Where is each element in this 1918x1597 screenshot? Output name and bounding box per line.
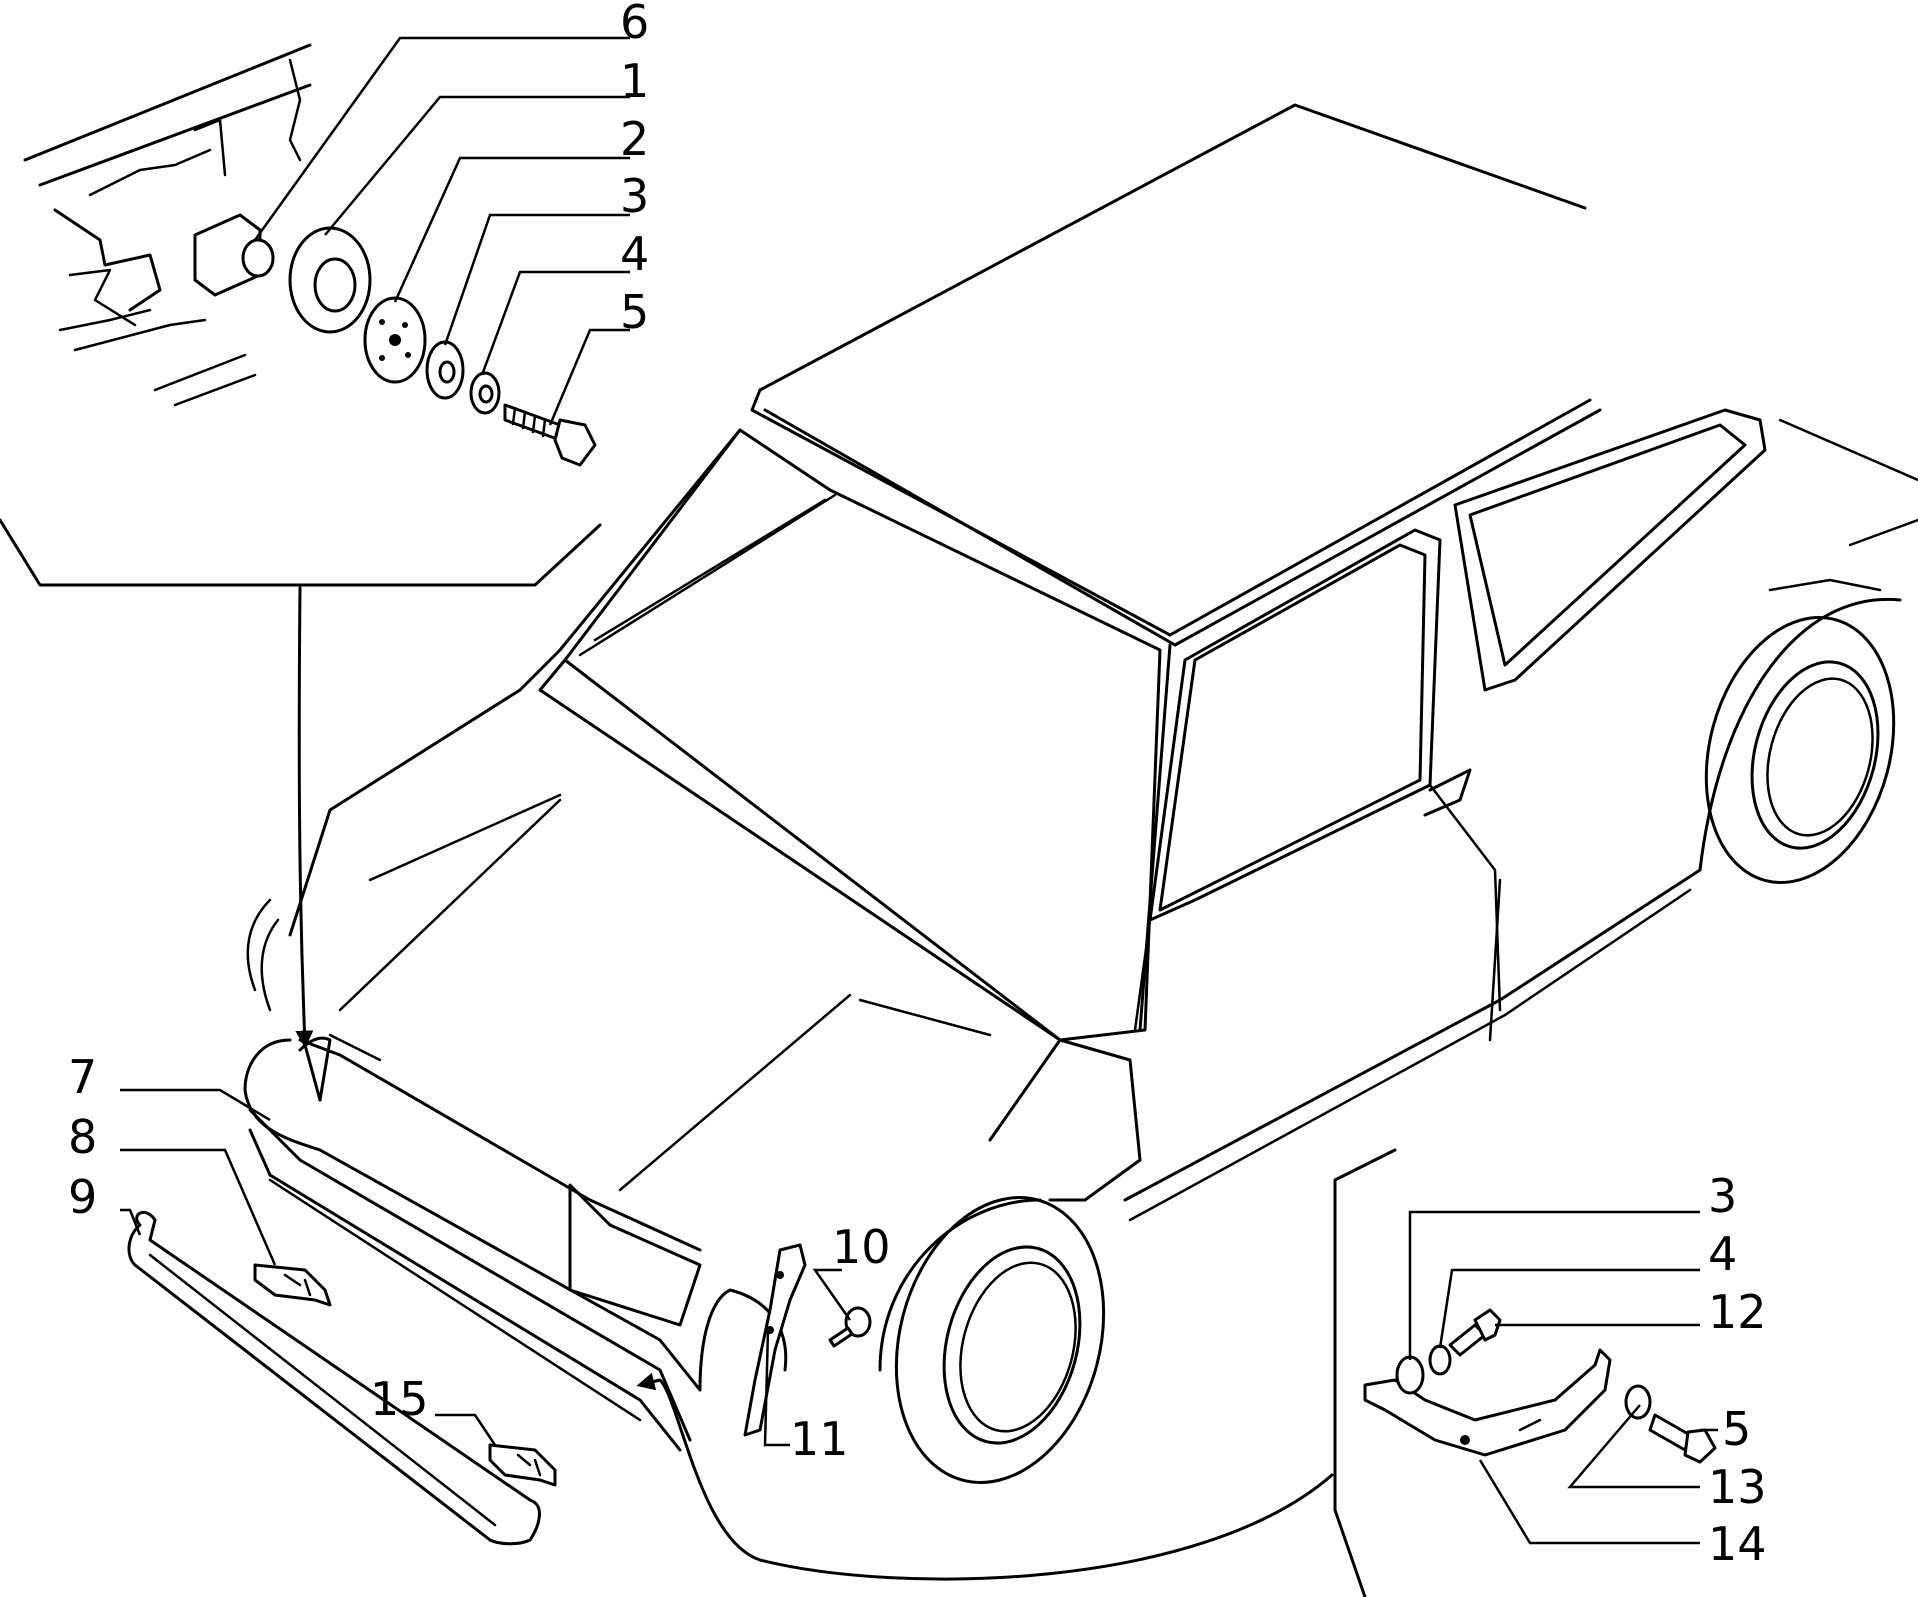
callout-3-right: 3 xyxy=(1708,1169,1737,1223)
front-trim-strip xyxy=(127,1210,541,1546)
detail-inset-bumper-mount xyxy=(0,43,602,587)
bracket-11 xyxy=(743,1243,807,1437)
callout-6: 6 xyxy=(620,0,649,49)
clip-8 xyxy=(253,1263,332,1307)
callout-14: 14 xyxy=(1708,1517,1767,1571)
callout-4-right: 4 xyxy=(1708,1227,1737,1281)
callout-4-top: 4 xyxy=(620,227,649,281)
callout-2: 2 xyxy=(620,112,649,166)
car-body-drawing xyxy=(243,103,1918,1484)
leader-lines xyxy=(120,36,1718,1545)
callout-12: 12 xyxy=(1708,1285,1767,1339)
callout-11: 11 xyxy=(790,1412,849,1466)
callout-13: 13 xyxy=(1708,1460,1767,1514)
detail-arrows xyxy=(295,586,1334,1581)
callout-5-right: 5 xyxy=(1722,1402,1751,1456)
callout-7: 7 xyxy=(68,1050,97,1104)
callout-15: 15 xyxy=(370,1372,429,1426)
screw-10 xyxy=(828,1306,872,1348)
callout-9: 9 xyxy=(68,1170,97,1224)
callout-5-top: 5 xyxy=(620,285,649,339)
callout-1: 1 xyxy=(620,54,649,108)
callout-10: 10 xyxy=(832,1220,891,1274)
clip-15 xyxy=(488,1443,557,1487)
callout-8: 8 xyxy=(68,1110,97,1164)
detail-inset-bracket xyxy=(1333,1148,1717,1597)
callout-labels: 6 1 2 3 4 5 7 8 9 10 11 15 3 4 12 5 13 1… xyxy=(68,0,1767,1571)
callout-3-top: 3 xyxy=(620,169,649,223)
